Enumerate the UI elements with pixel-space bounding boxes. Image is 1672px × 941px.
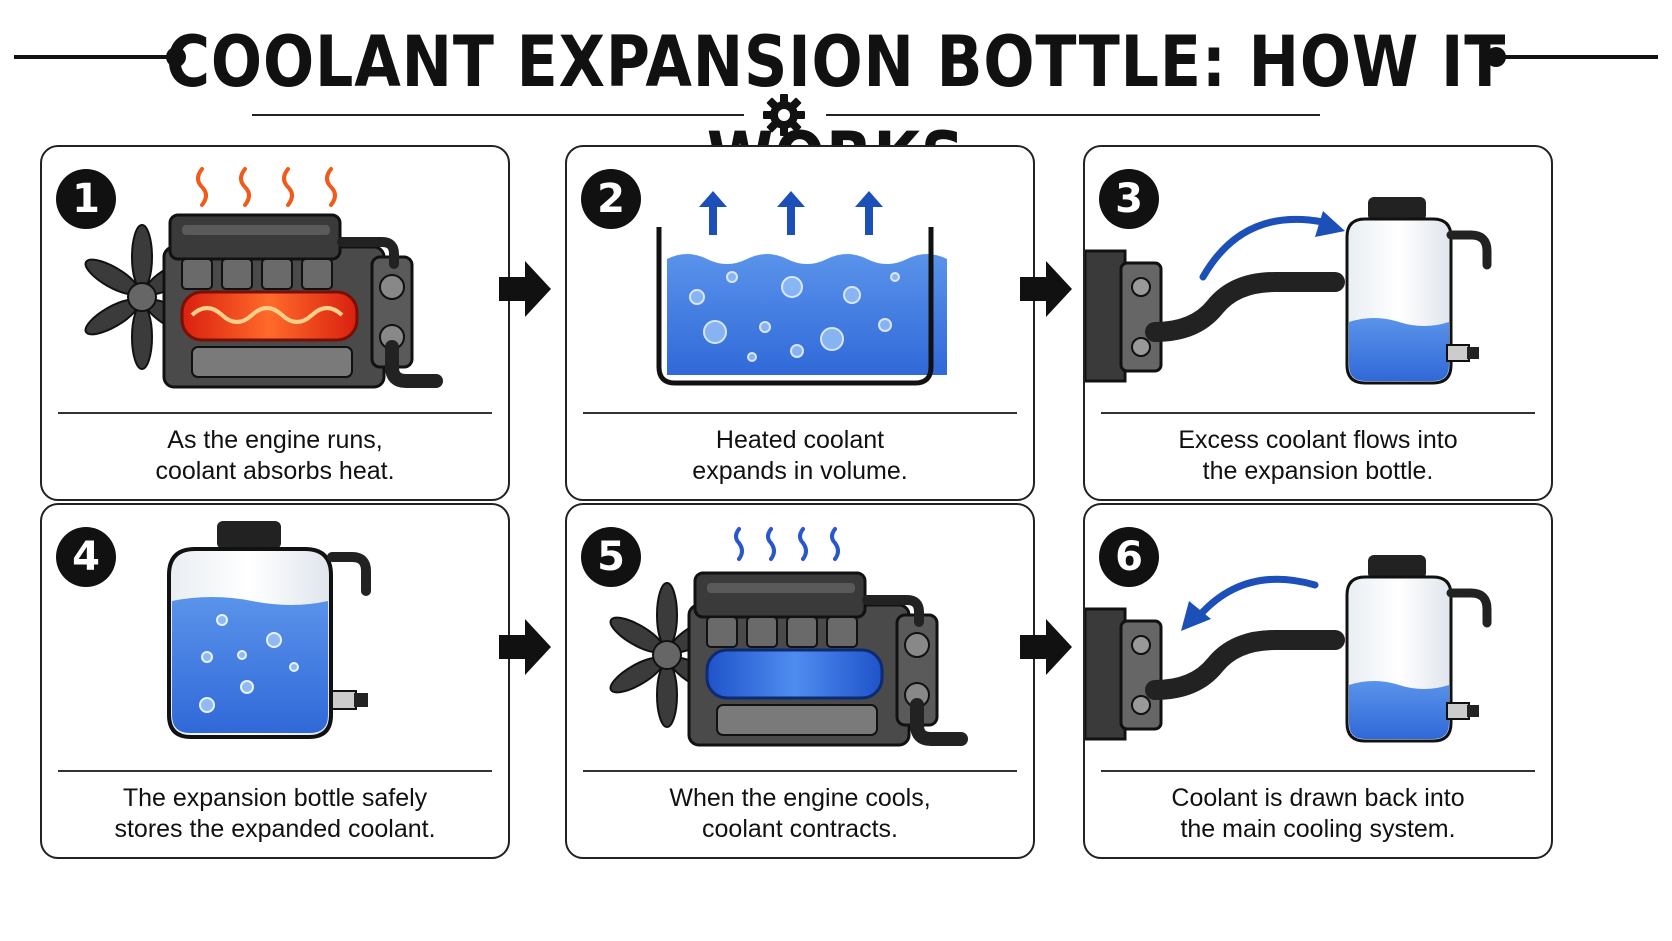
expansion-bottle-icon — [167, 521, 371, 739]
right-arrow-icon — [499, 619, 551, 675]
panel-divider — [583, 412, 1017, 414]
gear-icon — [763, 94, 805, 136]
caption-line: coolant absorbs heat. — [155, 457, 395, 485]
title-rule-left-dot — [166, 47, 186, 67]
radiator-to-bottle-icon — [1085, 197, 1492, 385]
title-rule-right-dot — [1486, 47, 1506, 67]
flow-arrow-icon — [1196, 575, 1319, 619]
caption-line: the main cooling system. — [1180, 815, 1456, 843]
title-rule-left — [14, 55, 174, 59]
step-caption: Heated coolant expands in volume. — [577, 425, 1023, 487]
step-number-badge: 5 — [581, 527, 641, 587]
step-caption: The expansion bottle safely stores the e… — [52, 783, 498, 845]
coolant-tank-icon — [656, 191, 947, 386]
engine-icon — [84, 167, 443, 389]
engine-icon — [609, 527, 968, 747]
panel-divider — [58, 412, 492, 414]
step-number-badge: 3 — [1099, 169, 1159, 229]
step-panel-1: 1 — [40, 145, 510, 501]
panel-divider — [58, 770, 492, 772]
expansion-arrows-icon — [699, 191, 883, 235]
step-panel-6: 6 Coolant is drawn back into the main co… — [1083, 503, 1553, 859]
subtitle-rule-right — [826, 114, 1320, 116]
right-arrow-icon — [499, 261, 551, 317]
step-number-badge: 2 — [581, 169, 641, 229]
step-number-badge: 4 — [56, 527, 116, 587]
step-panel-2: 2 Heated coolant expands in volume. — [565, 145, 1035, 501]
caption-line: the expansion bottle. — [1202, 457, 1434, 485]
step-panel-5: 5 When the engine — [565, 503, 1035, 859]
caption-line: The expansion bottle safely — [122, 784, 428, 812]
step-number-badge: 1 — [56, 169, 116, 229]
right-arrow-icon — [1020, 261, 1072, 317]
step-caption: When the engine cools, coolant contracts… — [577, 783, 1023, 845]
step-number-badge: 6 — [1099, 527, 1159, 587]
cool-waves-icon — [734, 527, 840, 561]
caption-line: Excess coolant flows into — [1178, 426, 1458, 454]
step-caption: As the engine runs, coolant absorbs heat… — [52, 425, 498, 487]
flow-arrow-icon — [1199, 215, 1327, 281]
step-caption: Excess coolant flows into the expansion … — [1095, 425, 1541, 487]
title-rule-right — [1500, 55, 1658, 59]
caption-line: When the engine cools, — [669, 784, 931, 812]
step-caption: Coolant is drawn back into the main cool… — [1095, 783, 1541, 845]
step-panel-3: 3 Excess coolant flows into the expansio… — [1083, 145, 1553, 501]
header: COOLANT EXPANSION BOTTLE: HOW IT WORKS — [0, 0, 1672, 199]
step-panel-4: 4 The expansion bottle safely stores the… — [40, 503, 510, 859]
caption-line: As the engine runs, — [167, 426, 383, 454]
radiator-icon — [1085, 607, 1163, 741]
caption-line: coolant contracts. — [702, 815, 898, 843]
right-arrow-icon — [1020, 619, 1072, 675]
caption-line: Coolant is drawn back into — [1171, 784, 1465, 812]
caption-line: Heated coolant — [715, 426, 885, 454]
panel-divider — [583, 770, 1017, 772]
subtitle-rule-left — [252, 114, 744, 116]
expansion-bottle-icon — [1345, 555, 1492, 743]
heat-waves-icon — [196, 167, 337, 207]
radiator-icon — [1085, 249, 1163, 383]
panel-divider — [1101, 412, 1535, 414]
bottle-to-radiator-icon — [1085, 555, 1492, 743]
panel-divider — [1101, 770, 1535, 772]
caption-line: expands in volume. — [692, 457, 908, 485]
caption-line: stores the expanded coolant. — [114, 815, 436, 843]
expansion-bottle-icon — [1345, 197, 1492, 385]
